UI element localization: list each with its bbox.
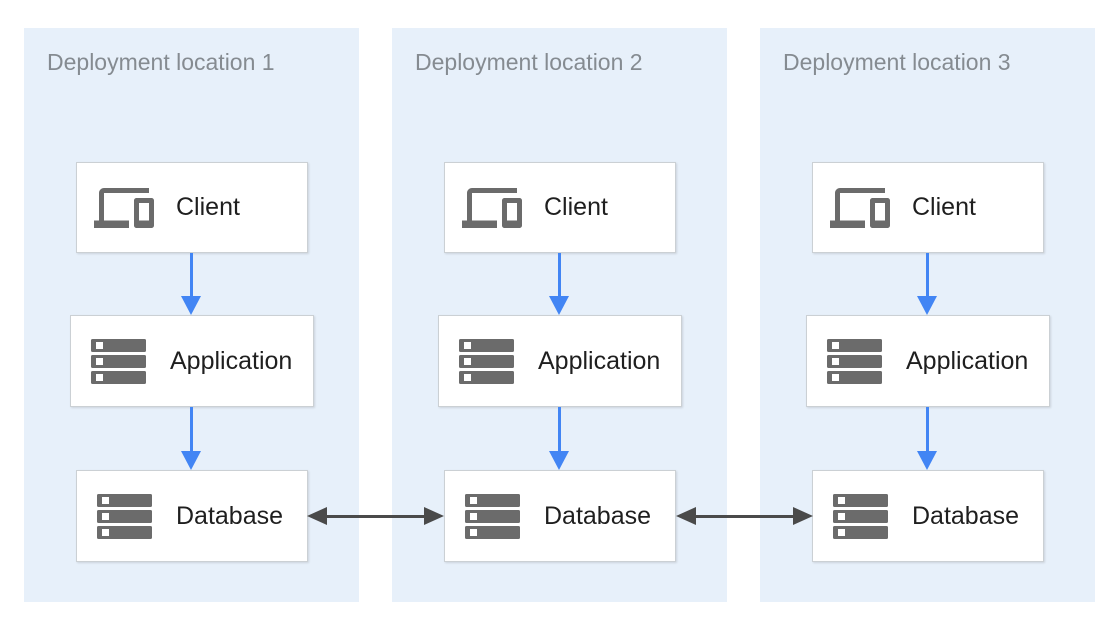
node-label: Application (906, 346, 1029, 375)
application-node: Application (438, 315, 682, 407)
client-node: Client (812, 162, 1044, 253)
server-stack-icon (88, 338, 148, 384)
node-label: Database (176, 501, 284, 530)
replication-bidirectional-arrow-icon (676, 507, 813, 525)
flow-arrow-down-icon (181, 253, 201, 315)
server-stack-icon (830, 493, 890, 539)
flow-arrow-down-icon (549, 407, 569, 470)
deployment-location-1-panel: Deployment location 1 Client Application… (24, 28, 359, 602)
devices-icon (830, 183, 890, 233)
client-node: Client (444, 162, 676, 253)
server-stack-icon (462, 493, 522, 539)
server-stack-icon (94, 493, 154, 539)
server-stack-icon (456, 338, 516, 384)
devices-icon (462, 183, 522, 233)
node-label: Client (176, 193, 240, 221)
deployment-location-2-panel: Deployment location 2 Client Application… (392, 28, 727, 602)
node-label: Application (538, 346, 661, 375)
node-label: Application (170, 346, 293, 375)
node-label: Client (912, 193, 976, 221)
panel-title: Deployment location 2 (415, 49, 643, 75)
application-node: Application (806, 315, 1050, 407)
node-label: Database (544, 501, 652, 530)
devices-icon (94, 183, 154, 233)
flow-arrow-down-icon (549, 253, 569, 315)
node-label: Client (544, 193, 608, 221)
panel-title: Deployment location 1 (47, 49, 275, 75)
deployment-location-3-panel: Deployment location 3 Client Application… (760, 28, 1095, 602)
client-node: Client (76, 162, 308, 253)
node-label: Database (912, 501, 1020, 530)
database-node: Database (812, 470, 1044, 562)
database-node: Database (76, 470, 308, 562)
application-node: Application (70, 315, 314, 407)
flow-arrow-down-icon (917, 253, 937, 315)
server-stack-icon (824, 338, 884, 384)
panel-title: Deployment location 3 (783, 49, 1011, 75)
flow-arrow-down-icon (181, 407, 201, 470)
replication-bidirectional-arrow-icon (307, 507, 444, 525)
flow-arrow-down-icon (917, 407, 937, 470)
database-node: Database (444, 470, 676, 562)
